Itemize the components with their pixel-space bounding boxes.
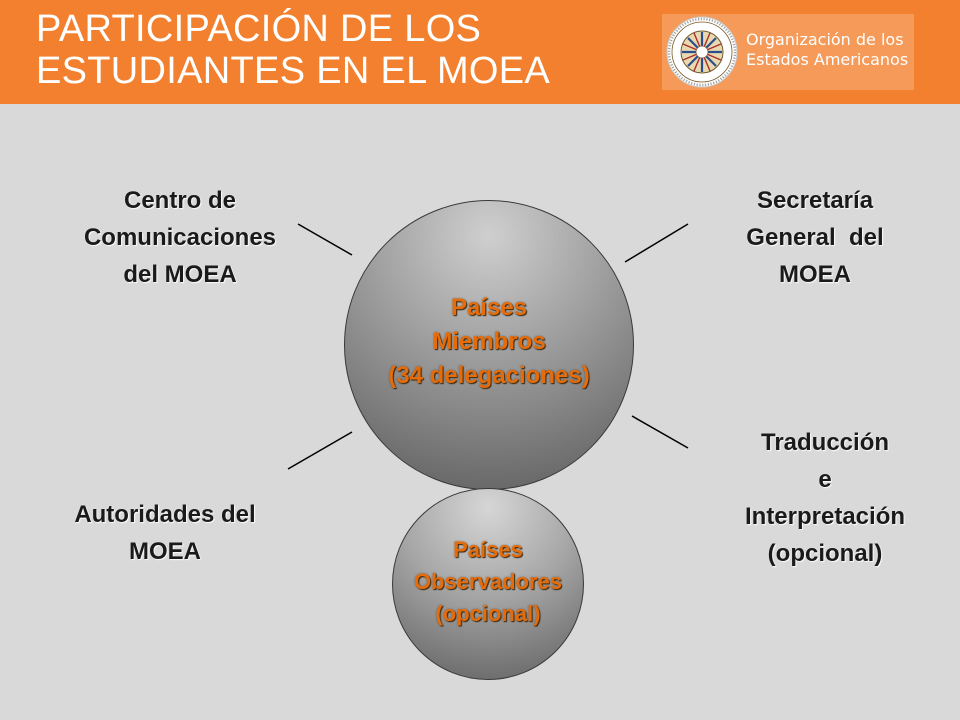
member-states-circle: Países Miembros (34 delegaciones) (344, 200, 634, 490)
member-states-line-2: Miembros (432, 328, 546, 355)
member-states-text: Países Miembros (34 delegaciones) (388, 291, 589, 393)
connector-bottom-left (287, 431, 353, 470)
observer-states-line-3: (opcional) (435, 601, 541, 626)
title-line-1: PARTICIPACIÓN DE LOS (36, 8, 482, 50)
observer-states-line-1: Países (453, 537, 523, 562)
page-title: PARTICIPACIÓN DE LOS ESTUDIANTES EN EL M… (36, 8, 636, 92)
communications-center-line-2: Comunicaciones (83, 224, 277, 251)
observer-states-circle: Países Observadores (opcional) (392, 488, 584, 680)
logo-text-line-1: Organización de los (746, 30, 904, 49)
moea-authorities-line-1: Autoridades del (74, 501, 256, 528)
connector-top-right (624, 223, 689, 263)
logo-text-line-2: Estados Americanos (746, 50, 909, 69)
observer-states-line-2: Observadores (414, 569, 562, 594)
moea-authorities-label: Autoridades del MOEA (40, 496, 290, 570)
member-states-line-1: Países (450, 294, 528, 321)
translation-line-2: e (818, 466, 832, 493)
general-secretariat-label: Secretaría General del MOEA (700, 182, 930, 293)
communications-center-line-1: Centro de (123, 187, 236, 214)
communications-center-label: Centro de Comunicaciones del MOEA (60, 182, 300, 293)
observer-states-text: Países Observadores (opcional) (414, 534, 562, 630)
general-secretariat-line-2: General del (746, 224, 884, 251)
translation-line-4: (opcional) (767, 540, 883, 567)
translation-line-3: Interpretación (744, 503, 906, 530)
translation-interpretation-label: Traducción e Interpretación (opcional) (710, 424, 940, 572)
connector-bottom-right (631, 415, 689, 449)
translation-line-1: Traducción (760, 429, 890, 456)
general-secretariat-line-1: Secretaría (756, 187, 874, 214)
communications-center-line-3: del MOEA (123, 261, 237, 288)
header-bar: PARTICIPACIÓN DE LOS ESTUDIANTES EN EL M… (0, 0, 960, 104)
member-states-line-3: (34 delegaciones) (388, 362, 590, 389)
title-line-2: ESTUDIANTES EN EL MOEA (36, 50, 551, 92)
connector-top-left (297, 223, 353, 256)
moea-authorities-line-2: MOEA (129, 538, 201, 565)
oas-logo-text: Organización de los Estados Americanos (746, 30, 916, 70)
oas-seal-icon (666, 16, 738, 88)
general-secretariat-line-3: MOEA (779, 261, 851, 288)
